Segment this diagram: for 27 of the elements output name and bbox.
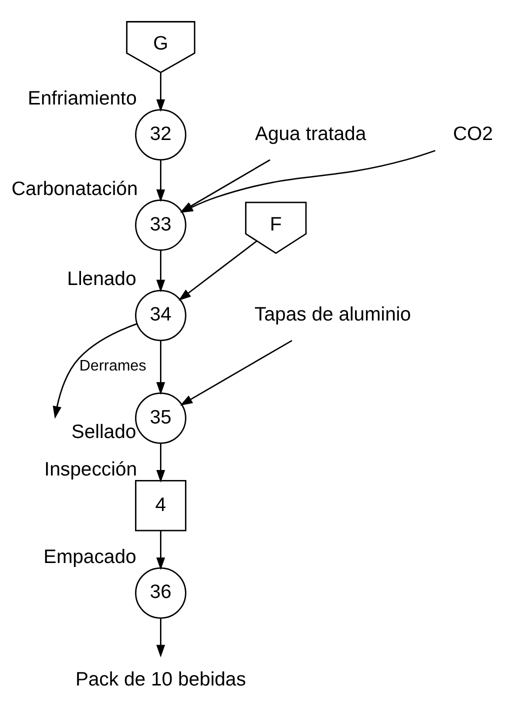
node-circle: 32 bbox=[135, 109, 186, 160]
node-text: CO2 bbox=[452, 122, 493, 145]
node-label: Empacado bbox=[44, 546, 136, 568]
node-label: Enfriamiento bbox=[28, 88, 137, 110]
arrow bbox=[156, 618, 166, 658]
arrow bbox=[180, 340, 292, 406]
node-text: Agua tratada bbox=[255, 122, 366, 145]
arrow bbox=[156, 444, 166, 483]
arrow bbox=[52, 323, 138, 419]
arrow bbox=[156, 160, 166, 202]
arrow bbox=[156, 72, 166, 112]
arrow bbox=[156, 531, 166, 570]
node-text: Pack de 10 bebidas bbox=[75, 668, 246, 691]
node-circle: 34 bbox=[135, 290, 186, 342]
node-label: Llenado bbox=[67, 268, 136, 290]
node-text: Tapas de aluminio bbox=[254, 304, 411, 326]
arrow bbox=[156, 250, 166, 292]
node-label: Sellado bbox=[71, 420, 136, 443]
node-circle: 33 bbox=[135, 199, 186, 251]
node-label: Carbonatación bbox=[12, 178, 138, 200]
node-circle: 36 bbox=[135, 567, 186, 619]
arrow bbox=[156, 340, 166, 395]
node-box: 4 bbox=[135, 480, 186, 532]
edge-label: Derrames bbox=[79, 358, 146, 375]
node-label: Inspección bbox=[44, 458, 137, 480]
node-circle: 35 bbox=[135, 392, 186, 444]
arrow bbox=[178, 240, 258, 301]
